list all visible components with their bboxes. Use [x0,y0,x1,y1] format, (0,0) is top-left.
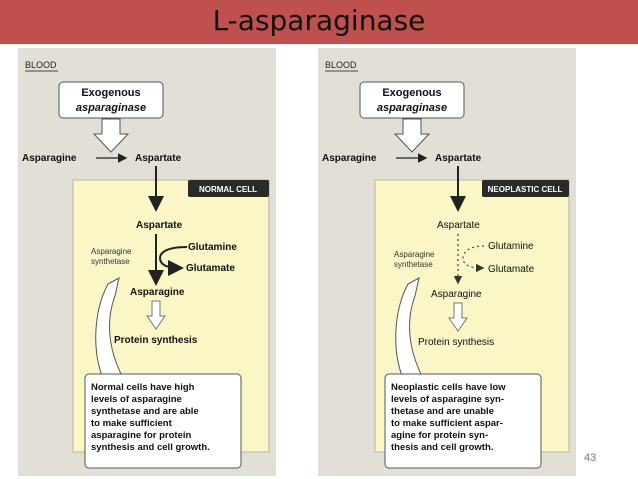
drug-line2: asparaginase [377,102,447,114]
callout-line: to make sufficient [91,418,173,429]
drug-box [58,81,164,119]
glutamine-label: Glutamine [488,241,534,252]
inner-asparagine: Asparagine [130,287,185,298]
blood-label: BLOOD [25,60,57,70]
drug-box [359,81,465,119]
drug-line1: Exogenous [81,87,140,99]
normal-cell-panel: BLOOD NORMAL CELL Exogenous asparaginase… [18,48,276,476]
cell-label-badge [188,180,269,197]
enzyme-line1: Asparagine [394,250,435,259]
inner-aspartate: Aspartate [437,220,480,231]
inner-aspartate: Aspartate [136,220,183,231]
glutamine-glutamate-arrow [462,245,485,273]
cell-label: NEOPLASTIC CELL [488,185,563,194]
callout-line: synthetase and are able [91,406,199,417]
callout-line: to make sufficient aspar- [391,418,503,429]
callout-line: thesis and cell growth. [391,442,493,453]
drug-action-arrow [393,118,431,153]
cell-label: NORMAL CELL [199,185,257,194]
callout-line: synthesis and cell growth. [91,442,210,453]
callout-line: Normal cells have high [91,382,195,393]
glutamate-label: Glutamate [488,264,535,275]
neoplastic-cell-panel: BLOOD NEOPLASTIC CELL Exogenous asparagi… [318,48,576,476]
blood-asparagine: Asparagine [322,153,377,164]
glutamate-label: Glutamate [186,263,235,274]
callout-line: thetase and are unable [391,406,494,417]
page-number: 43 [584,452,597,464]
callout-pointer [95,277,123,377]
slide-title: L-asparaginase [212,4,426,37]
drug-action-arrow [92,118,130,153]
callout-box [84,373,242,469]
callout-line: agine for protein syn- [391,430,488,441]
blood-label: BLOOD [325,60,357,70]
enzyme-line1: Asparagine [91,247,132,256]
cell-label-badge [482,180,569,197]
callout-pointer [395,277,423,377]
glutamine-label: Glutamine [188,242,237,253]
callout-text: Neoplastic cells have low levels of aspa… [391,382,506,453]
glutamine-glutamate-arrow [158,246,188,276]
enzyme-line2: synthetase [91,257,130,266]
protein-synthesis-label: Protein synthesis [114,335,198,346]
inner-asparagine: Asparagine [431,289,482,300]
enzyme-line2: synthetase [394,260,433,269]
callout-line: asparagine for protein [91,430,191,441]
callout-line: levels of asparagine [91,394,182,405]
protein-arrow [146,300,166,330]
callout-box [384,373,542,469]
drug-line1: Exogenous [382,87,441,99]
title-bar: L-asparaginase [0,0,638,44]
protein-synthesis-label: Protein synthesis [418,337,494,348]
drug-line2: asparaginase [76,102,146,114]
blood-aspartate: Aspartate [435,153,482,164]
callout-text: Normal cells have high levels of asparag… [91,382,210,453]
protein-arrow [448,302,468,332]
callout-line: Neoplastic cells have low [391,382,506,393]
blood-asparagine: Asparagine [22,153,77,164]
blood-aspartate: Aspartate [135,153,182,164]
callout-line: levels of asparagine syn- [391,394,504,405]
